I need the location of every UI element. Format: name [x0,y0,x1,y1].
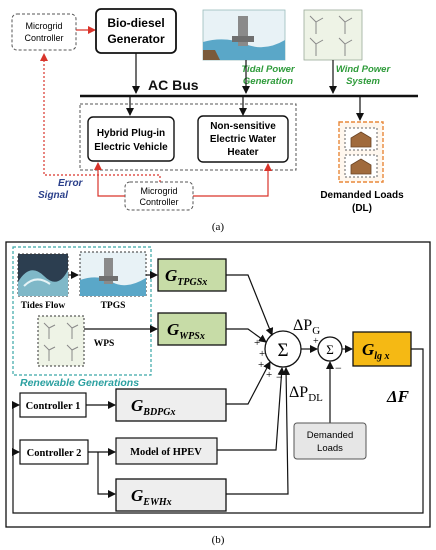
biodiesel-line2: Generator [107,32,165,46]
gewh-to-sum1 [226,367,291,495]
g-lg-block [352,331,412,367]
hpev-block: Hybrid Plug-in Electric Vehicle [87,116,175,162]
g-ewh-block [115,478,227,512]
g-tpgs-block [157,258,227,292]
ac-bus-label: AC Bus [148,77,199,93]
delta-pg-label: ΔPG [293,317,320,337]
caption-a: (a) [212,221,225,233]
error-signal-line2: Signal [38,190,68,201]
wps-image [37,315,85,367]
gwps-to-sum1 [226,328,267,343]
demanded-loads-block: Demanded Loads [293,422,367,460]
gbdpg-to-sum1 [226,361,271,405]
tpgs-label: TPGS [101,301,126,311]
demanded-loads-line2: Loads [317,443,343,454]
biodiesel-line1: Bio-diesel [107,16,164,30]
sum1-sign-d: + [266,369,272,381]
tides-flow-image [17,253,69,297]
delta-pdl-label: ΔPDL [289,384,323,404]
controller-2-label: Controller 2 [27,448,82,459]
block-diagram-frame [5,241,431,528]
g-bdpg-block [115,388,227,422]
controller-2-block [19,439,89,465]
caption-b: (b) [212,534,225,546]
demanded-loads-group [338,121,384,183]
microgrid-controller-top: Microgrid Controller [11,13,77,51]
g-tpgs-label: GTPGSx [165,266,207,288]
renewable-group [12,246,152,376]
tidal-plant-image [202,9,286,61]
tpgs-image [79,251,147,297]
sum-1-symbol: Σ [277,340,288,361]
ewh-line1: Non-sensitive [210,121,276,132]
c2-to-gewh [97,452,116,498]
hpev-model-label: Model of HPEV [130,447,202,458]
delta-f-label: ΔF [386,387,410,406]
mg-to-ewh-arrow [193,163,272,197]
g-bdpg-label: GBDPGx [131,396,176,418]
sum2-sign-minus: − [335,361,342,375]
gtpgs-to-sum1 [226,274,274,336]
wind-label-2: System [346,76,380,87]
controllable-loads-group [79,103,297,171]
g-wps-block [157,312,227,346]
g-ewh-label: GEWHx [131,486,172,508]
wind-label-1: Wind Power [336,64,392,75]
ewh-line3: Heater [227,147,258,158]
controller-1-label: Controller 1 [26,401,81,412]
delta-f-feedback [12,348,424,514]
hpev-line2: Electric Vehicle [94,142,168,153]
ewh-line2: Electric Water [210,134,276,145]
tides-flow-label: Tides Flow [21,301,66,311]
error-signal-line1: Error [58,178,84,189]
mg-top-line1: Microgrid [25,21,62,31]
loads-label-1: Demanded Loads [320,190,404,201]
microgrid-controller-bottom: Microgrid Controller [124,181,194,211]
mg-top-line2: Controller [24,33,63,43]
tidal-label-2: Generation [243,76,293,87]
g-wps-label: GWPSx [167,320,205,342]
sum1-sign-c: + [258,359,264,371]
ewh-block: Non-sensitive Electric Water Heater [197,115,289,163]
sum1-sign-b: + [259,348,265,360]
g-lg-label: Glg x [362,340,390,362]
hpev-model-block [115,437,218,465]
hpev-to-sum1 [217,367,286,451]
wind-farm-image [303,9,363,61]
tidal-label-1: Tidal Power [241,64,295,75]
wps-label: WPS [94,339,115,349]
loads-label-2: (DL) [352,203,372,214]
hpev-line1: Hybrid Plug-in [97,128,165,139]
sum1-sign-e: − [276,370,283,384]
sum1-sign-a: + [254,337,260,349]
renewable-label: Renewable Generations [20,377,139,389]
biodiesel-generator: Bio-diesel Generator [95,8,177,54]
mg-to-hpev-arrow [94,162,125,197]
error-signal-path [40,53,161,182]
mg-bottom-line2: Controller [139,197,178,207]
demanded-loads-line1: Demanded [307,430,353,441]
sum2-sign-plus: + [313,336,319,347]
sum-2-symbol: Σ [326,342,334,357]
mg-bottom-line1: Microgrid [140,186,177,196]
